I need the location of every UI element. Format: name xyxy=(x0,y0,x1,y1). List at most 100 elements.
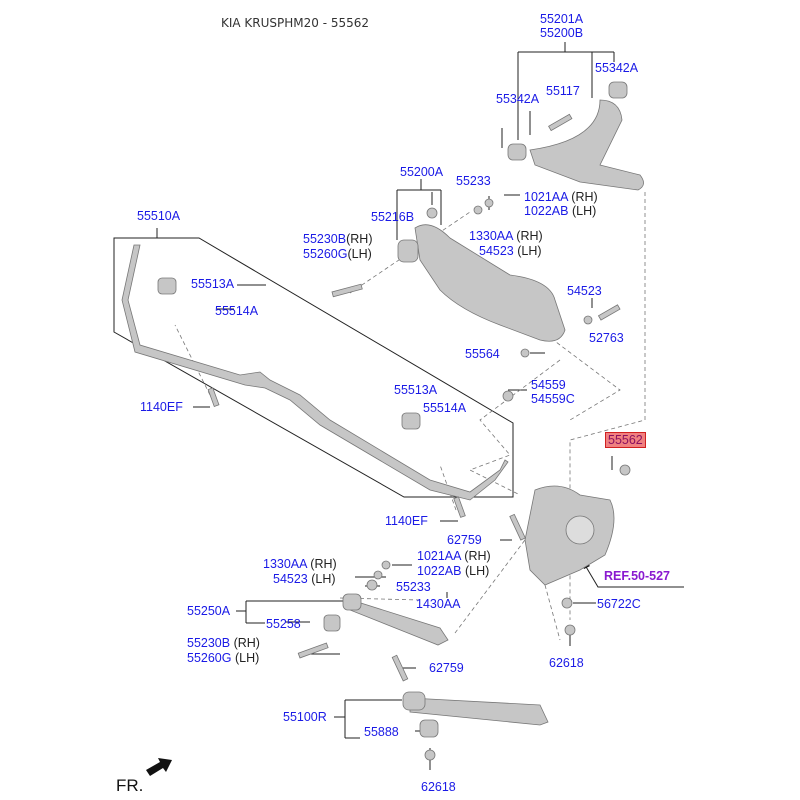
side-lh: (LH) xyxy=(517,244,542,258)
part-label[interactable]: 55233 xyxy=(396,580,431,594)
side-lh: (LH) xyxy=(234,651,260,665)
stabilizer-group-box xyxy=(113,228,514,498)
bolt-55117 xyxy=(548,113,573,132)
side-rh: (RH) xyxy=(516,229,543,243)
bolt-62759-2 xyxy=(391,654,409,682)
part-label[interactable]: 55514A xyxy=(215,304,259,318)
part-label[interactable]: 1022AB xyxy=(524,204,569,218)
part-label[interactable]: 1140EF xyxy=(140,400,183,414)
part-label[interactable]: 55514A xyxy=(423,401,467,415)
part-label-group: 55260G (LH) xyxy=(187,651,259,665)
part-label-group: 55260G(LH) xyxy=(303,247,372,261)
leader-55201A xyxy=(517,42,615,140)
part-label[interactable]: 1022AB xyxy=(417,564,462,578)
highlighted-part-label[interactable]: 55562 xyxy=(605,432,646,448)
side-lh: (LH) xyxy=(571,204,597,218)
part-label[interactable]: 55200B xyxy=(540,26,584,40)
bushing-55513A-1 xyxy=(157,277,177,295)
side-lh: (LH) xyxy=(464,564,490,578)
reference-link[interactable]: REF.50-527 xyxy=(604,569,671,583)
bolt-55230B-top xyxy=(331,283,363,298)
part-label[interactable]: 55100R xyxy=(283,710,327,724)
part-label-group: 1330AA (RH) xyxy=(263,557,337,571)
part-label[interactable]: 1021AA xyxy=(524,190,568,204)
lower-control-arm xyxy=(414,224,566,342)
part-label[interactable]: 52763 xyxy=(589,331,624,345)
part-label[interactable]: 62759 xyxy=(429,661,464,675)
part-label[interactable]: 55230B xyxy=(187,636,231,650)
part-label[interactable]: 55342A xyxy=(496,92,540,106)
part-label[interactable]: 62759 xyxy=(447,533,482,547)
part-label[interactable]: 1430AA xyxy=(416,597,461,611)
part-label[interactable]: 62618 xyxy=(421,780,456,794)
part-label[interactable]: 55258 xyxy=(266,617,301,631)
front-arrow-icon xyxy=(146,758,172,776)
bolt-62759-1 xyxy=(509,513,526,541)
part-label-group: 1022AB (LH) xyxy=(524,204,596,218)
part-label[interactable]: 55216B xyxy=(371,210,415,224)
bolt-55230B-bottom xyxy=(297,642,329,659)
part-label[interactable]: 56722C xyxy=(597,597,641,611)
diagram-title: KIA KRUSPHM20 - 55562 xyxy=(221,16,370,30)
part-label[interactable]: 55510A xyxy=(137,209,181,223)
side-rh: (RH) xyxy=(310,557,337,571)
part-label[interactable]: 62618 xyxy=(549,656,584,670)
part-label[interactable]: 55260G xyxy=(303,247,348,261)
part-label[interactable]: 55513A xyxy=(191,277,235,291)
part-label[interactable]: 55233 xyxy=(456,174,491,188)
stabilizer-bar xyxy=(121,244,509,501)
part-label[interactable]: 54559 xyxy=(531,378,566,392)
part-label[interactable]: 55564 xyxy=(465,347,500,361)
bushing-55888 xyxy=(419,719,439,738)
bolt-52763 xyxy=(597,304,621,321)
side-lh: (LH) xyxy=(347,247,372,261)
part-label[interactable]: 55888 xyxy=(364,725,399,739)
bushing-55342A-left xyxy=(507,143,527,161)
part-label-group: 1021AA (RH) xyxy=(524,190,598,204)
part-label[interactable]: 1330AA xyxy=(263,557,307,571)
part-label[interactable]: 55201A xyxy=(540,12,584,26)
part-label[interactable]: 54523 xyxy=(479,244,514,258)
part-label-group: 54523 (LH) xyxy=(479,244,542,258)
side-rh: (RH) xyxy=(233,636,260,650)
part-label-group: 1021AA (RH) xyxy=(417,549,491,563)
part-label[interactable]: 55117 xyxy=(546,84,580,98)
side-rh: (RH) xyxy=(346,232,373,246)
side-rh: (RH) xyxy=(464,549,491,563)
bushing-55258 xyxy=(323,614,341,632)
side-rh: (RH) xyxy=(571,190,598,204)
upper-control-arm xyxy=(529,99,644,191)
leader-55200A xyxy=(396,179,442,240)
knuckle-hub-bore xyxy=(565,515,595,545)
bolt-1140EF-1 xyxy=(207,387,220,407)
part-label-group: 1330AA (RH) xyxy=(469,229,543,243)
part-label[interactable]: 55513A xyxy=(394,383,438,397)
part-label[interactable]: 1140EF xyxy=(385,514,428,528)
nut-55562 xyxy=(619,464,631,476)
part-label[interactable]: 1021AA xyxy=(417,549,461,563)
part-label-group: 55230B(RH) xyxy=(303,232,373,246)
bushing-55216B xyxy=(397,239,419,263)
side-lh: (LH) xyxy=(311,572,336,586)
part-label[interactable]: 54523 xyxy=(567,284,602,298)
part-label[interactable]: 55200A xyxy=(400,165,444,179)
part-label-group: 1022AB (LH) xyxy=(417,564,489,578)
part-label[interactable]: 1330AA xyxy=(469,229,513,243)
part-label-group: 54523 (LH) xyxy=(273,572,336,586)
part-label[interactable]: 55230B xyxy=(303,232,347,246)
part-label[interactable]: 55250A xyxy=(187,604,231,618)
part-label-group: 55230B (RH) xyxy=(187,636,260,650)
leader-55250A xyxy=(236,600,345,624)
bushing-55100R xyxy=(402,691,426,711)
bushing-55342A-right xyxy=(608,81,628,99)
part-label[interactable]: 55260G xyxy=(187,651,232,665)
leader-55100R xyxy=(334,699,402,739)
part-label[interactable]: 54523 xyxy=(273,572,308,586)
bushing-55250A xyxy=(342,593,362,611)
front-direction-label: FR. xyxy=(116,776,144,795)
part-label[interactable]: 54559C xyxy=(531,392,575,406)
part-label[interactable]: 55342A xyxy=(595,61,639,75)
bolt-1140EF-2 xyxy=(453,496,466,518)
bushing-55513A-2 xyxy=(401,412,421,430)
